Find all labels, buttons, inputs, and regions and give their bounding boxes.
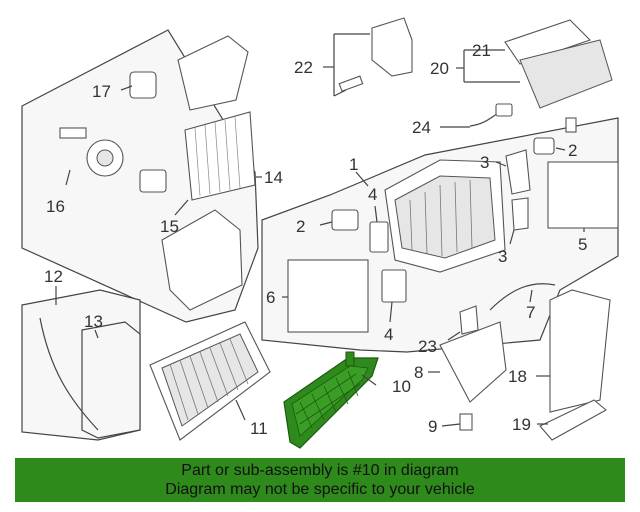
- callout-5: 5: [578, 235, 587, 254]
- expansion-valve-part-16[interactable]: [59, 127, 167, 193]
- hose-part-24[interactable]: [469, 103, 513, 127]
- callout-18: 18: [508, 367, 527, 386]
- callout-4a: 4: [368, 185, 377, 204]
- callout-3a: 3: [480, 153, 489, 172]
- callout-10: 10: [392, 377, 411, 396]
- banner-line-2: Diagram may not be specific to your vehi…: [165, 481, 475, 498]
- callout-7: 7: [526, 303, 535, 322]
- filter-part-18[interactable]: [549, 289, 611, 413]
- callout-16: 16: [46, 197, 65, 216]
- actuator-part-4[interactable]: [369, 221, 407, 303]
- callout-15: 15: [160, 217, 179, 236]
- leader-lines: [55, 33, 585, 427]
- actuator-part-2b[interactable]: [533, 137, 555, 155]
- info-banner: Part or sub-assembly is #10 in diagram D…: [15, 458, 625, 502]
- callout-4b: 4: [384, 325, 393, 344]
- heater-core-part-11[interactable]: [149, 321, 271, 441]
- callout-labels: 17 14 15 16 22 20 21 24 1 2 2 3 3 4 4 5 …: [44, 41, 587, 438]
- callout-3b: 3: [498, 247, 507, 266]
- bracket-part-15[interactable]: [161, 209, 243, 311]
- callout-2b: 2: [568, 141, 577, 160]
- callout-9: 9: [428, 417, 437, 436]
- callout-13: 13: [84, 312, 103, 331]
- hvac-case-part-1[interactable]: [384, 159, 506, 273]
- callout-8: 8: [414, 363, 423, 382]
- clip-part-23[interactable]: [459, 305, 479, 335]
- screw-part[interactable]: [565, 117, 577, 133]
- callout-23: 23: [418, 337, 437, 356]
- bracket-top-part[interactable]: [177, 35, 249, 111]
- panel-seals-group: [81, 321, 141, 439]
- actuator-part-2a[interactable]: [331, 209, 359, 231]
- linkage-set-part-6[interactable]: [287, 259, 369, 333]
- callout-12: 12: [44, 267, 63, 286]
- callout-2a: 2: [296, 217, 305, 236]
- pipe-part-12[interactable]: [39, 317, 99, 431]
- callout-14: 14: [264, 168, 283, 187]
- callout-21: 21: [472, 41, 491, 60]
- callout-22: 22: [294, 58, 313, 77]
- evaporator-part-14[interactable]: [184, 111, 256, 201]
- callout-11: 11: [250, 419, 268, 438]
- callout-17: 17: [92, 82, 111, 101]
- callout-24: 24: [412, 118, 431, 137]
- cover-part-22[interactable]: [338, 17, 413, 92]
- filter-cover-part-19[interactable]: [539, 399, 607, 441]
- callout-19: 19: [512, 415, 531, 434]
- callout-20: 20: [430, 59, 449, 78]
- bolt-part-9[interactable]: [459, 413, 473, 431]
- callout-1: 1: [349, 155, 358, 174]
- filter-housing-part-21[interactable]: [504, 19, 613, 109]
- heater-core-part-10-highlighted[interactable]: [283, 351, 379, 449]
- banner-line-1: Part or sub-assembly is #10 in diagram: [181, 462, 459, 479]
- linkage-set-part-5[interactable]: [547, 161, 619, 229]
- bracket-part-8[interactable]: [439, 321, 507, 403]
- drain-hose-part-7[interactable]: [489, 283, 556, 311]
- bracket-part-3[interactable]: [505, 149, 531, 231]
- sensor-part-17[interactable]: [129, 71, 157, 99]
- callout-6: 6: [266, 288, 275, 307]
